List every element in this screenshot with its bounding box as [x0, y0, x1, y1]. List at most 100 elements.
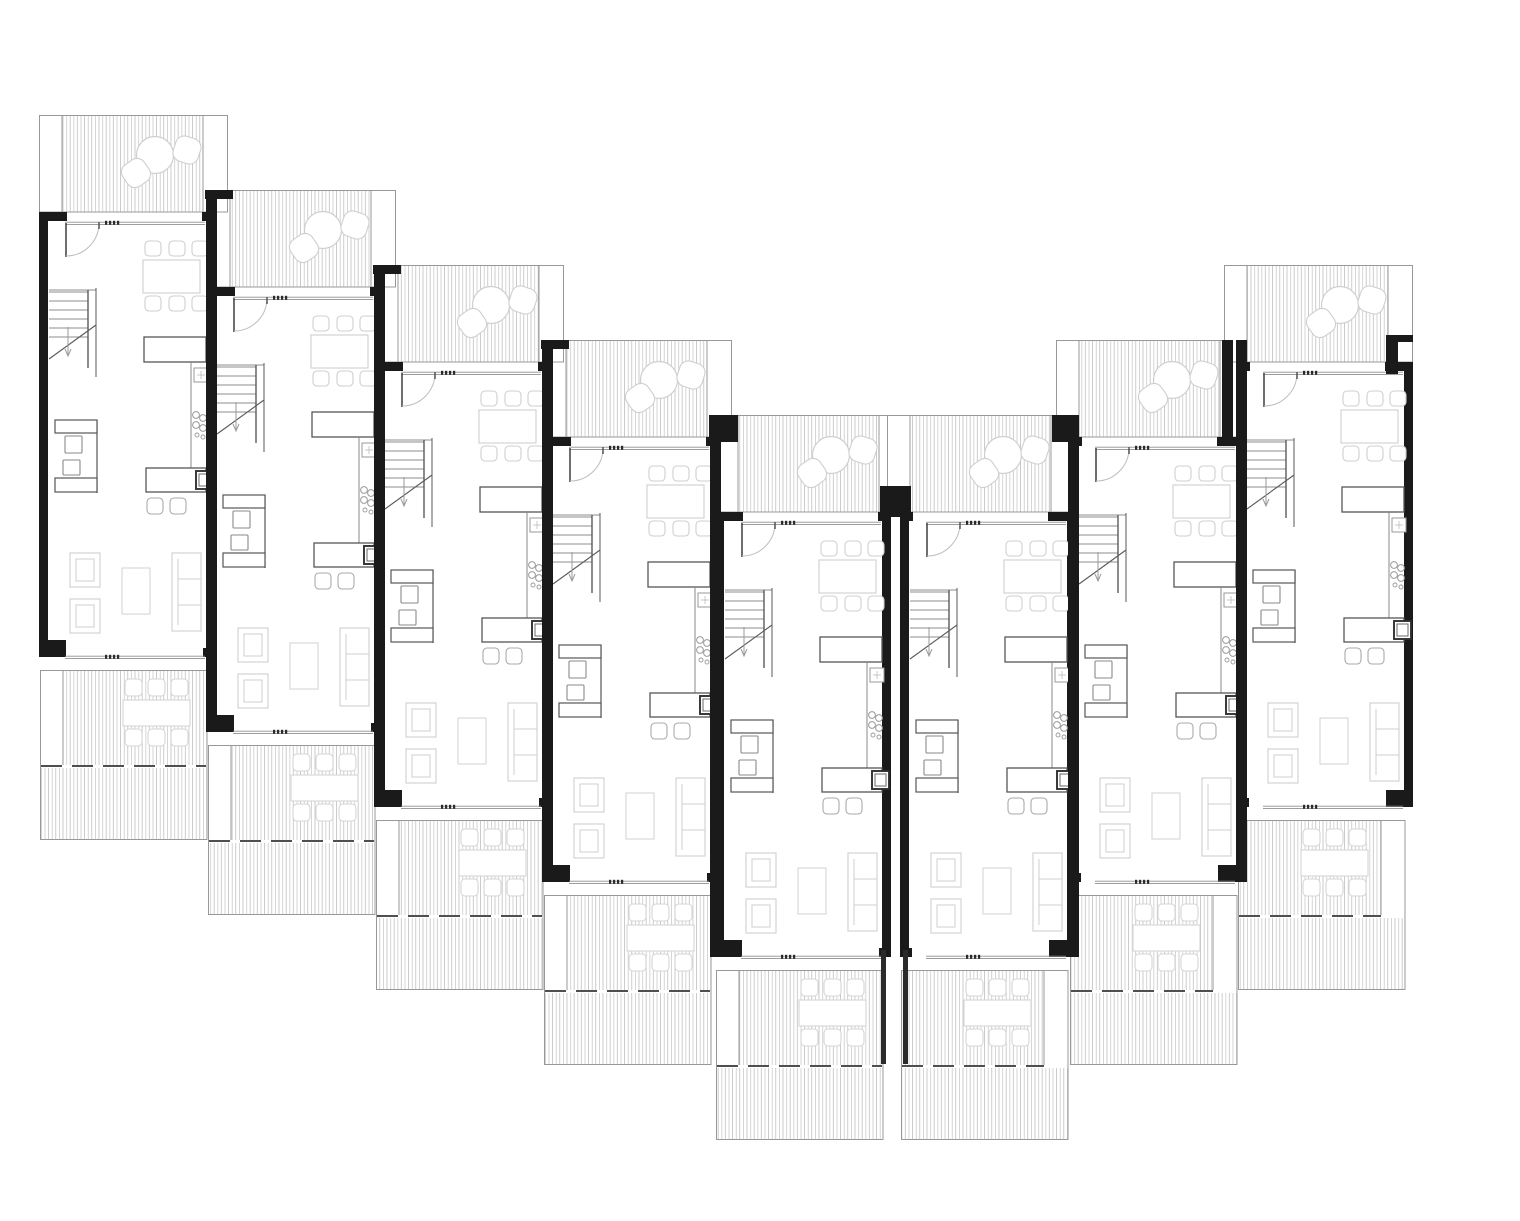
entry-door	[65, 222, 100, 257]
party-wall-seams	[205, 190, 1413, 957]
glass-walls	[401, 370, 541, 810]
terrace-table	[456, 285, 538, 339]
kitchen	[143, 336, 214, 515]
garden-terrace	[544, 895, 712, 1065]
dining-area	[818, 540, 885, 612]
glass-walls	[569, 445, 709, 885]
dining-area	[1340, 390, 1407, 462]
living-area	[745, 852, 878, 934]
terrace-table	[1137, 360, 1219, 414]
side-desks	[390, 569, 434, 643]
unit-3	[375, 265, 564, 990]
kitchen	[1341, 486, 1412, 665]
unit-1	[39, 115, 228, 840]
roof-terrace	[1056, 340, 1245, 438]
dining-area	[142, 240, 209, 312]
garden-terrace	[901, 970, 1069, 1140]
side-desks	[558, 644, 602, 718]
roof-terrace	[375, 265, 564, 363]
dining-area	[478, 390, 545, 462]
kitchen	[819, 636, 890, 815]
terrace-table	[120, 135, 202, 189]
stairs	[552, 513, 601, 602]
side-desks	[915, 719, 959, 793]
roof-terrace	[715, 415, 904, 513]
garden-terrace	[716, 970, 884, 1140]
interior	[1246, 372, 1412, 784]
living-area	[1267, 702, 1400, 784]
glass-walls	[233, 295, 373, 735]
entry-door	[1095, 447, 1130, 482]
garden-table	[1132, 903, 1201, 972]
kitchen	[479, 486, 550, 665]
terrace-table	[288, 210, 370, 264]
center-seam-block	[880, 486, 911, 517]
side-desks	[1252, 569, 1296, 643]
glass-walls	[1095, 445, 1235, 885]
roof-terrace	[39, 115, 228, 213]
garden-terrace	[208, 745, 376, 915]
terrace-table	[968, 435, 1050, 489]
roof-terrace	[207, 190, 396, 288]
dining-area	[1003, 540, 1070, 612]
dining-area	[646, 465, 713, 537]
kitchen	[311, 411, 382, 590]
terrace-table	[1305, 285, 1387, 339]
terrace-table	[796, 435, 878, 489]
stairs	[216, 363, 265, 452]
roof-terrace	[887, 415, 1076, 513]
interior	[48, 222, 214, 634]
unit-5	[715, 415, 904, 1140]
entry-door	[926, 522, 961, 557]
garden-table	[798, 978, 867, 1047]
entry-door	[233, 297, 268, 332]
stairs	[48, 288, 97, 377]
interior	[724, 522, 890, 934]
dining-area	[310, 315, 377, 387]
garden-table	[122, 678, 191, 747]
garden-table	[626, 903, 695, 972]
stairs	[384, 438, 433, 527]
living-area	[1099, 777, 1232, 859]
unit-6	[887, 415, 1076, 1140]
roof-terrace	[543, 340, 732, 438]
side-desks	[54, 419, 98, 493]
glass-walls	[926, 520, 1066, 960]
garden-table	[458, 828, 527, 897]
entry-door	[1263, 372, 1298, 407]
garden-table	[1300, 828, 1369, 897]
stairs	[724, 588, 773, 677]
center-seam-extensions	[881, 950, 908, 1064]
dining-area	[1172, 465, 1239, 537]
terrace-table	[624, 360, 706, 414]
side-desks	[222, 494, 266, 568]
garden-table	[290, 753, 359, 822]
garden-terrace	[1238, 820, 1406, 990]
unit-7	[1056, 340, 1245, 1065]
interior	[384, 372, 550, 784]
glass-walls	[1263, 370, 1403, 810]
stairs	[1078, 513, 1127, 602]
roof-terrace	[1224, 265, 1413, 363]
living-area	[237, 627, 370, 709]
units-layer	[39, 115, 1413, 1140]
unit-8	[1224, 265, 1413, 990]
entry-door	[401, 372, 436, 407]
kitchen	[1173, 561, 1244, 740]
kitchen	[1004, 636, 1075, 815]
interior	[1078, 447, 1244, 859]
stairs	[909, 588, 958, 677]
living-area	[405, 702, 538, 784]
entry-door	[741, 522, 776, 557]
garden-table	[963, 978, 1032, 1047]
glass-walls	[65, 220, 205, 660]
garden-terrace	[40, 670, 208, 840]
interior	[216, 297, 382, 709]
side-desks	[730, 719, 774, 793]
living-area	[573, 777, 706, 859]
side-desks	[1084, 644, 1128, 718]
garden-terrace	[376, 820, 544, 990]
living-area	[69, 552, 202, 634]
